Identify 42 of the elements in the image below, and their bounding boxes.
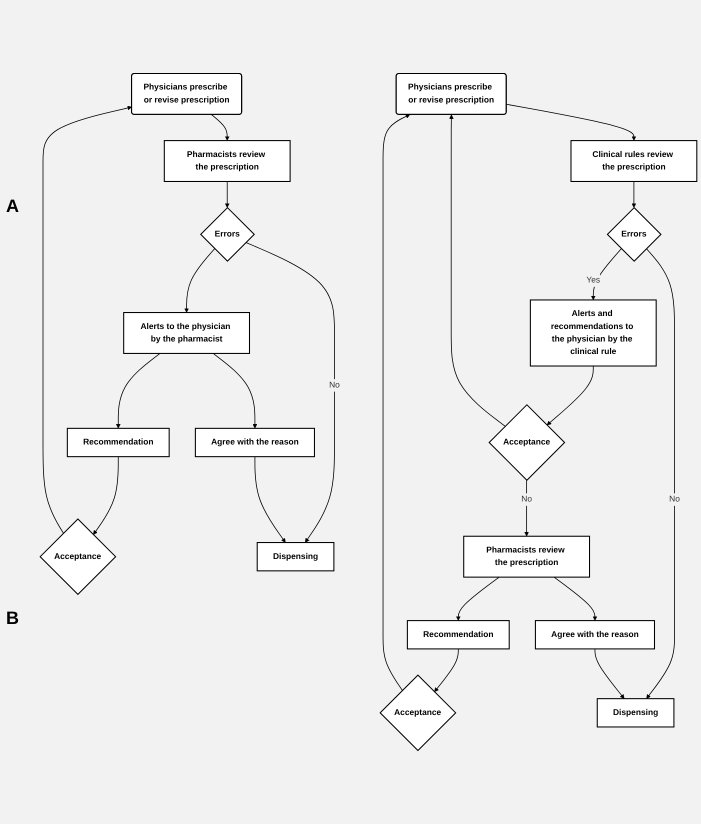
node-box: Clinical rules review the prescription [570,140,698,182]
arrow [456,576,500,621]
arrow [224,181,230,208]
node-diamond: Errors [606,206,662,262]
edge-label: No [521,494,532,504]
node-box: Dispensing [256,542,334,572]
node-box: Recommendation [406,620,510,650]
node-box: Pharmacists review the prescription [463,536,590,578]
arrow [254,456,286,543]
node-diamond: Acceptance [379,674,456,752]
node-box: Recommendation [66,428,170,458]
node-box: Agree with the reason [194,428,315,458]
arrow [434,648,459,692]
arrow [546,366,594,426]
arrow [554,576,598,621]
edge-label: No [669,494,680,504]
node-box: Agree with the reason [534,620,656,650]
node-box: Alerts and recommendations to the physician by the clinical rule [530,299,657,367]
edge-label: Yes [586,276,600,285]
panel-letter: B [6,608,20,628]
arrow [93,456,119,535]
arrow [590,248,622,300]
arrow [646,248,675,699]
node-box: Pharmacists review the prescription [164,140,291,182]
node-diamond: Errors [200,206,255,262]
arrow [382,114,410,691]
arrow [632,181,636,208]
arrow [184,248,216,313]
arrow [116,353,160,429]
node-diamond: Acceptance [39,518,116,596]
arrow [449,114,506,427]
arrow [246,242,335,543]
arrow [594,648,624,699]
node-box: Alerts to the physician by the pharmacist [123,312,250,354]
arrow [211,114,230,141]
node-box: Dispensing [596,698,674,728]
node-diamond: Acceptance [488,404,566,481]
panel-letter: A [6,196,20,216]
arrow [212,353,258,429]
arrow [42,106,132,534]
arrow [506,104,636,141]
edge-label: No [329,380,340,390]
